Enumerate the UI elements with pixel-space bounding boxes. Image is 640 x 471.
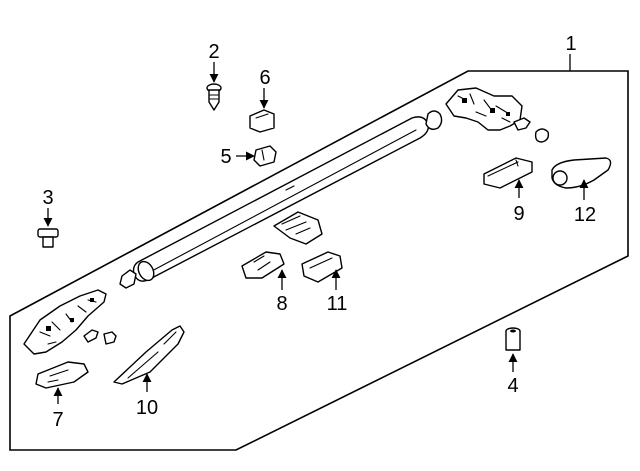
leader-lines [43, 54, 589, 404]
part-3-bolt [37, 228, 59, 248]
part-10-front-leg-cover [113, 325, 185, 385]
callout-12: 12 [574, 204, 596, 226]
part-6-clip-cap [249, 109, 275, 133]
part-8-leg-cover [241, 251, 285, 279]
part-5-clip [253, 145, 277, 167]
front-bracket-bolt [83, 329, 117, 345]
callout-4: 4 [507, 375, 518, 397]
front-rail-leg-bracket [23, 289, 107, 355]
callout-9: 9 [513, 203, 524, 225]
callout-5: 5 [220, 146, 231, 168]
callout-6: 6 [259, 67, 270, 89]
callout-7: 7 [52, 409, 63, 431]
part-11-center-cover [301, 251, 343, 283]
rail-end-clip-left [119, 269, 137, 289]
center-rail-support [273, 211, 323, 245]
callout-labels: 1 2 3 4 5 6 7 8 9 10 11 12 [42, 33, 596, 431]
callout-1: 1 [565, 33, 576, 55]
callout-2: 2 [208, 41, 219, 63]
part-2-screw [206, 83, 222, 111]
rail-end-clip-right [425, 110, 443, 131]
part-7-front-cover [35, 361, 89, 389]
rear-bracket-bolt [513, 117, 550, 143]
part-9-rear-cap [483, 157, 533, 189]
callout-3: 3 [42, 187, 53, 209]
callout-10: 10 [136, 397, 158, 419]
roof-rail-bar [132, 116, 430, 282]
callout-8: 8 [276, 293, 287, 315]
part-12-rear-end-cover [551, 157, 612, 189]
callout-11: 11 [327, 293, 348, 315]
part-4-spacer [505, 327, 521, 351]
